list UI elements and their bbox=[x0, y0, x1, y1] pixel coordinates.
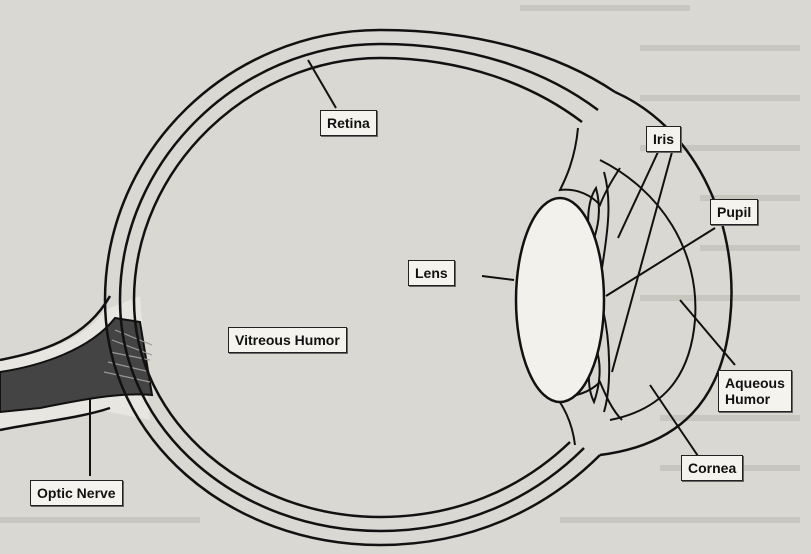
background-texture bbox=[0, 8, 800, 520]
lens bbox=[516, 198, 604, 402]
label-cornea: Cornea bbox=[681, 455, 743, 481]
label-aqueous-humor: Aqueous Humor bbox=[718, 370, 792, 412]
label-vitreous-humor: Vitreous Humor bbox=[228, 327, 347, 353]
label-aqueous-humor-line2: Humor bbox=[725, 391, 785, 407]
label-optic-nerve: Optic Nerve bbox=[30, 480, 123, 506]
label-lens: Lens bbox=[408, 260, 455, 286]
label-retina: Retina bbox=[320, 110, 377, 136]
label-pupil: Pupil bbox=[710, 199, 758, 225]
label-aqueous-humor-line1: Aqueous bbox=[725, 375, 785, 391]
label-iris: Iris bbox=[646, 126, 681, 152]
